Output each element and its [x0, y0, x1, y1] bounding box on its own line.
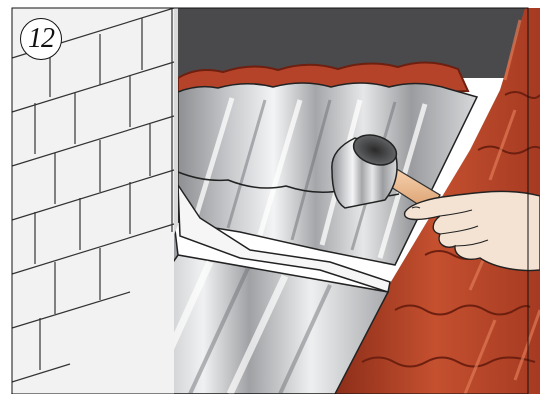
step-number-badge: 12	[20, 18, 62, 60]
brick-wall	[12, 8, 178, 394]
